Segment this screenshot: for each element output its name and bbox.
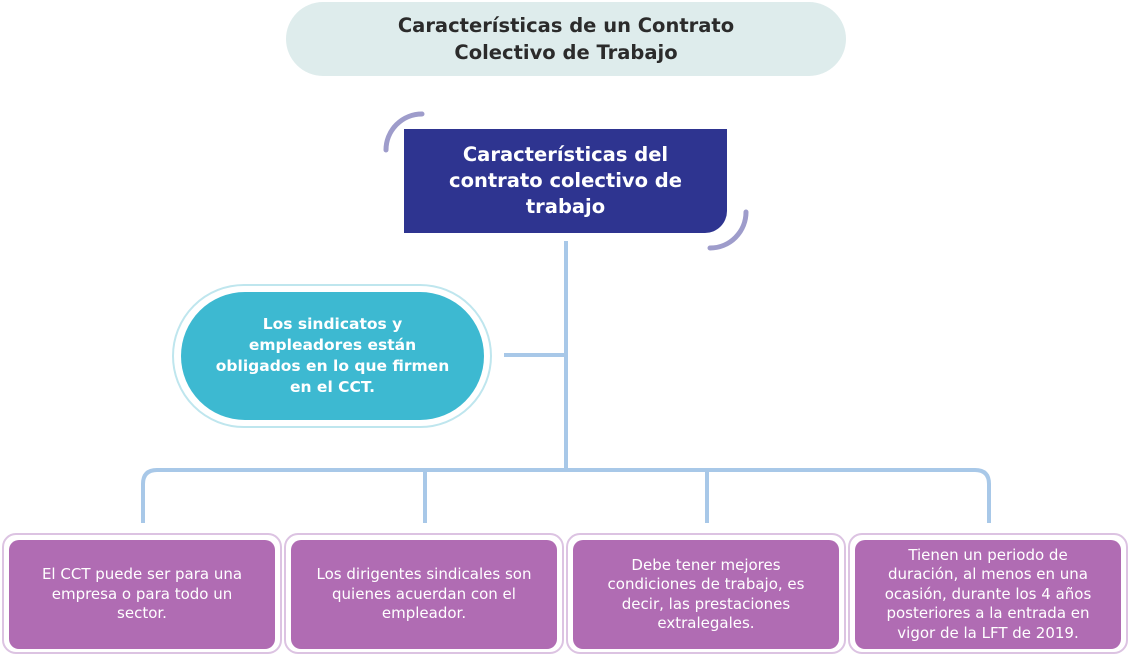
card-2: Los dirigentes sindicales son quienes ac… [291,540,557,649]
card-3: Debe tener mejores condiciones de trabaj… [573,540,839,649]
main-node: Características del contrato colectivo d… [404,129,727,233]
bottom-branch-line [141,468,991,523]
card-outline-1 [2,533,282,654]
bottom-right-arc [707,209,749,251]
card-outline-4 [848,533,1128,654]
card-1: El CCT puede ser para una empresa o para… [9,540,275,649]
card-outline-2 [284,533,564,654]
side-node: Los sindicatos y empleadores están oblig… [181,292,484,420]
card-4: Tienen un periodo de duración, al menos … [855,540,1121,649]
diagram-title: Características de un Contrato Colectivo… [286,2,846,76]
card-outline-3 [566,533,846,654]
top-left-arc [383,111,425,153]
side-node-outline [172,284,492,428]
